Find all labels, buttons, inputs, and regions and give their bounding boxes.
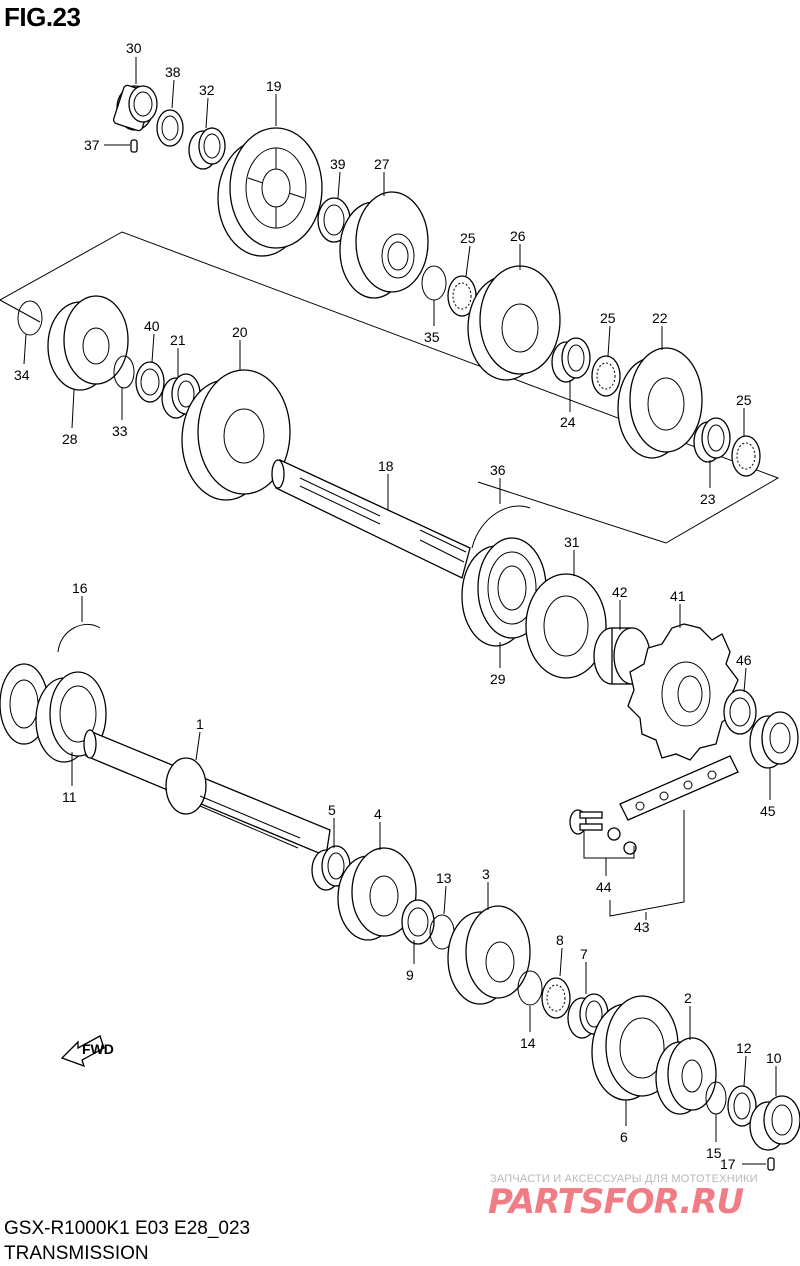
callout-label: 4: [374, 806, 382, 822]
callout-label: 27: [374, 156, 390, 172]
callout-label: 44: [596, 879, 612, 895]
leader-lines: [23, 57, 777, 1165]
part-41-engine-sprocket: [627, 623, 739, 761]
callout-label: 29: [490, 671, 506, 687]
callout-label: 23: [700, 491, 716, 507]
part-44-chain-joint: [569, 809, 637, 855]
callout-label: 32: [199, 82, 215, 98]
callout-label: 11: [62, 789, 77, 805]
callout-label: 26: [510, 228, 526, 244]
fwd-arrow-icon: FWD: [60, 1035, 114, 1068]
part-38-washer: [156, 109, 184, 147]
callout-label: 6: [620, 1129, 628, 1145]
model-code: GSX-R1000K1 E03 E28_023: [4, 1218, 251, 1239]
part-26-gear: [467, 265, 561, 381]
part-18-countershaft: [271, 459, 471, 579]
callout-label: 41: [670, 588, 686, 604]
part-23-needle-bearing: [693, 417, 731, 463]
callout-label: 8: [556, 932, 564, 948]
callout-label: 14: [520, 1035, 536, 1051]
callout-label: 13: [436, 870, 452, 886]
part-30-needle-bearing: [112, 84, 158, 132]
watermark-caption: ЗАПЧАСТИ И АКСЕССУАРЫ ДЛЯ МОТОТЕХНИКИ: [490, 1173, 758, 1185]
part-11-ball-bearing: [0, 663, 107, 763]
callout-label: 24: [560, 414, 576, 430]
callout-label: 1: [196, 716, 204, 732]
part-22-gear: [617, 347, 703, 459]
part-45-nut: [749, 711, 799, 769]
part-4-gear: [337, 847, 417, 941]
fwd-label: FWD: [82, 1041, 114, 1057]
callout-label: 12: [736, 1040, 752, 1056]
part-9-washer: [401, 899, 435, 945]
callout-labels: 30 38 32 19 37 39 27 25 26 35 25 22 34 4…: [14, 40, 782, 1172]
callout-label: 20: [232, 324, 248, 340]
callout-label: 18: [378, 458, 394, 474]
part-33-circlip: [113, 355, 135, 389]
part-28-gear: [47, 295, 129, 391]
callout-label: 34: [14, 367, 30, 383]
callout-label: 42: [612, 584, 628, 600]
callout-label: 45: [760, 803, 776, 819]
countershaft-assembly-frame: [0, 231, 780, 544]
part-8-washer: [541, 977, 571, 1019]
part-19-gear: [217, 127, 323, 257]
watermark-logo: PARTSFOR.RU: [488, 1182, 744, 1222]
part-43-drive-chain: [619, 755, 739, 821]
callout-label: 3: [482, 866, 490, 882]
part-25-washer-b: [591, 355, 621, 397]
callout-label: 25: [600, 310, 616, 326]
part-36-half-ring: [471, 505, 531, 549]
callout-label: 43: [634, 919, 650, 935]
callout-label: 19: [266, 78, 282, 94]
part-46-washer: [723, 689, 757, 735]
callout-label: 10: [766, 1050, 782, 1066]
callout-label: 25: [736, 392, 752, 408]
part-1-driveshaft: [83, 729, 331, 857]
callout-label: 9: [406, 967, 414, 983]
callout-label: 31: [564, 534, 580, 550]
part-25-washer-c: [731, 435, 761, 477]
part-35-circlip: [421, 265, 447, 301]
part-27-gear: [339, 191, 429, 299]
callout-label: 21: [170, 332, 186, 348]
part-31-oil-seal: [525, 573, 607, 679]
part-12-washer: [727, 1085, 757, 1127]
part-34-circlip: [17, 300, 43, 336]
callout-label: 17: [720, 1156, 736, 1172]
part-42-spacer: [593, 627, 651, 685]
callout-label: 37: [84, 137, 100, 153]
section-title: TRANSMISSION: [4, 1243, 149, 1264]
figure-title: FIG.23: [4, 2, 81, 32]
part-3-gear: [447, 905, 531, 1005]
callout-label: 2: [684, 990, 692, 1006]
callout-label: 25: [460, 230, 476, 246]
callout-label: 28: [62, 431, 78, 447]
callout-label: 36: [490, 462, 506, 478]
callout-label: 46: [736, 652, 752, 668]
callout-label: 7: [580, 946, 588, 962]
callout-label: 16: [72, 580, 88, 596]
part-32-bushing: [188, 127, 226, 170]
part-37-pin: [130, 139, 138, 153]
callout-label: 33: [112, 423, 128, 439]
callout-label: 39: [330, 156, 346, 172]
callout-label: 35: [424, 329, 440, 345]
callout-label: 5: [328, 802, 336, 818]
part-24-needle-bearing: [551, 337, 591, 383]
part-14-circlip: [517, 970, 543, 1006]
part-17-pin: [767, 1157, 775, 1171]
callout-label: 30: [126, 40, 142, 56]
part-2-gear: [655, 1037, 717, 1115]
callout-label: 40: [144, 318, 160, 334]
part-40-washer: [135, 361, 165, 403]
part-10-needle-bearing: [749, 1095, 800, 1151]
callout-label: 22: [652, 310, 668, 326]
callout-label: 38: [165, 64, 181, 80]
part-16-half-ring: [57, 623, 101, 653]
callout-label: 15: [706, 1145, 722, 1161]
part-20-gear: [181, 369, 291, 501]
